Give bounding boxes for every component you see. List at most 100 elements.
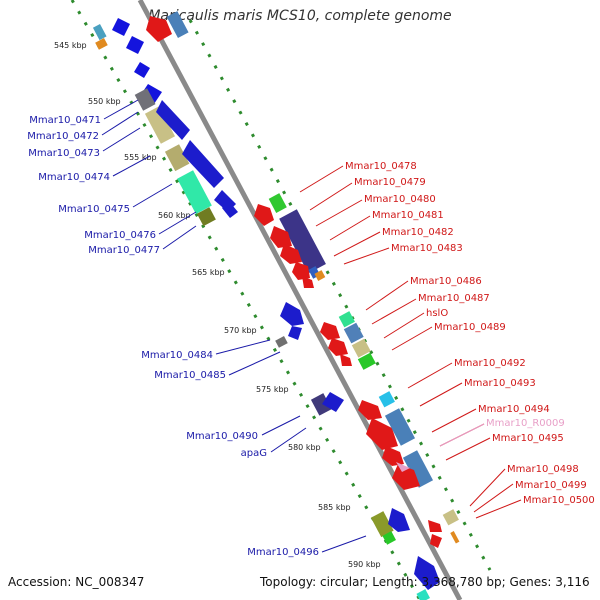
gene-label[interactable]: hslO	[426, 308, 448, 319]
gene-label[interactable]: Mmar10_0489	[434, 322, 506, 333]
right-dotted-track	[188, 19, 492, 571]
kbp-mark: 565 kbp	[192, 268, 225, 277]
gene-label[interactable]: Mmar10_0476	[84, 230, 156, 241]
right-labels: Mmar10_0478 Mmar10_0479 Mmar10_0480 Mmar…	[345, 161, 595, 506]
gene-label[interactable]: Mmar10_0472	[27, 131, 99, 142]
kbp-mark: 585 kbp	[318, 503, 351, 512]
kbp-mark: 590 kbp	[348, 560, 381, 569]
gene-arrow	[134, 62, 150, 78]
gene-block	[416, 589, 430, 600]
gene-arrow	[322, 392, 344, 412]
gene-block	[177, 170, 212, 215]
gene-label[interactable]: Mmar10_0479	[354, 177, 426, 188]
gene-arrow	[340, 354, 352, 366]
genome-backbone	[137, 0, 463, 600]
gene-arrow	[414, 556, 440, 590]
gene-label[interactable]: Mmar10_0496	[247, 547, 319, 558]
gene-block	[351, 338, 371, 358]
kbp-mark: 560 kbp	[158, 211, 191, 220]
gene-label[interactable]: Mmar10_0477	[88, 245, 160, 256]
topology-label: Topology: circular; Length: 3,368,780 bp…	[260, 575, 590, 589]
gene-label[interactable]: Mmar10_0480	[364, 194, 436, 205]
kbp-mark: 550 kbp	[88, 97, 121, 106]
gene-label[interactable]: Mmar10_0498	[507, 464, 579, 475]
gene-label[interactable]: Mmar10_0486	[410, 276, 482, 287]
gene-block	[144, 106, 176, 144]
gene-block	[382, 531, 396, 545]
gene-arrow	[126, 36, 144, 54]
left-leaders	[101, 99, 367, 553]
gene-label[interactable]: apaG	[241, 448, 267, 459]
gene-block	[343, 322, 364, 344]
gene-label[interactable]: Mmar10_0471	[29, 115, 101, 126]
gene-arrow	[182, 140, 224, 188]
gene-block	[402, 450, 434, 488]
gene-block	[314, 270, 326, 281]
gene-block	[275, 336, 288, 348]
gene-label[interactable]: Mmar10_0494	[478, 404, 550, 415]
gene-arrow	[358, 400, 382, 420]
gene-label[interactable]: Mmar10_0482	[382, 227, 454, 238]
gene-label[interactable]: Mmar10_0485	[154, 370, 226, 381]
left-strand-genes	[92, 18, 440, 600]
gene-arrow	[292, 262, 310, 280]
gene-label[interactable]: Mmar10_0483	[391, 243, 463, 254]
gene-block	[134, 88, 156, 111]
gene-label[interactable]: Mmar10_0490	[186, 431, 258, 442]
gene-block	[92, 24, 107, 41]
gene-arrow	[388, 508, 410, 532]
gene-block	[164, 144, 190, 172]
gene-block	[442, 509, 459, 526]
right-strand-genes	[146, 11, 460, 548]
gene-block	[95, 38, 108, 50]
gene-block	[450, 531, 460, 544]
map-title: Maricaulis maris MCS10, complete genome	[148, 8, 452, 24]
gene-arrow	[392, 464, 420, 490]
gene-arrow	[428, 520, 442, 532]
gene-label[interactable]: Mmar10_0495	[492, 433, 564, 444]
rna-gene	[396, 462, 410, 472]
gene-block	[310, 393, 332, 416]
gene-block	[166, 11, 189, 39]
gene-block	[378, 391, 395, 408]
gene-label[interactable]: Mmar10_0484	[141, 350, 213, 361]
rna-label[interactable]: Mmar10_R0009	[486, 418, 565, 429]
gene-block	[370, 511, 394, 538]
kbp-mark: 555 kbp	[124, 153, 157, 162]
gene-label[interactable]: Mmar10_0500	[523, 495, 595, 506]
gene-arrow	[366, 418, 398, 450]
kbp-scale: 545 kbp 550 kbp 555 kbp 560 kbp 565 kbp …	[54, 41, 381, 569]
gene-label[interactable]: Mmar10_0499	[515, 480, 587, 491]
gene-arrow	[320, 322, 340, 340]
kbp-mark: 545 kbp	[54, 41, 87, 50]
gene-arrow	[288, 326, 302, 340]
gene-arrow	[280, 302, 304, 326]
right-leaders	[299, 165, 522, 519]
gene-label[interactable]: Mmar10_0492	[454, 358, 526, 369]
gene-label[interactable]: Mmar10_0475	[58, 204, 130, 215]
gene-label[interactable]: Mmar10_0478	[345, 161, 417, 172]
gene-block	[279, 209, 326, 274]
gene-block	[196, 207, 216, 227]
gene-arrow	[146, 16, 172, 42]
gene-arrow	[270, 226, 292, 248]
gene-label[interactable]: Mmar10_0493	[464, 378, 536, 389]
gene-arrow	[156, 100, 190, 140]
gene-arrow	[382, 446, 404, 466]
left-labels: Mmar10_0471 Mmar10_0472 Mmar10_0473 Mmar…	[27, 115, 319, 558]
gene-arrow	[254, 204, 274, 226]
kbp-mark: 570 kbp	[224, 326, 257, 335]
gene-arrow	[302, 276, 314, 288]
gene-label[interactable]: Mmar10_0487	[418, 293, 490, 304]
gene-arrow	[328, 338, 348, 356]
gene-arrow	[222, 200, 238, 218]
gene-block	[338, 311, 355, 328]
gene-label[interactable]: Mmar10_0481	[372, 210, 444, 221]
accession-label: Accession: NC_008347	[8, 575, 145, 589]
rna-leader	[439, 423, 485, 447]
kbp-mark: 575 kbp	[256, 385, 289, 394]
gene-label[interactable]: Mmar10_0474	[38, 172, 110, 183]
gene-label[interactable]: Mmar10_0473	[28, 148, 100, 159]
gene-arrow	[430, 534, 442, 548]
